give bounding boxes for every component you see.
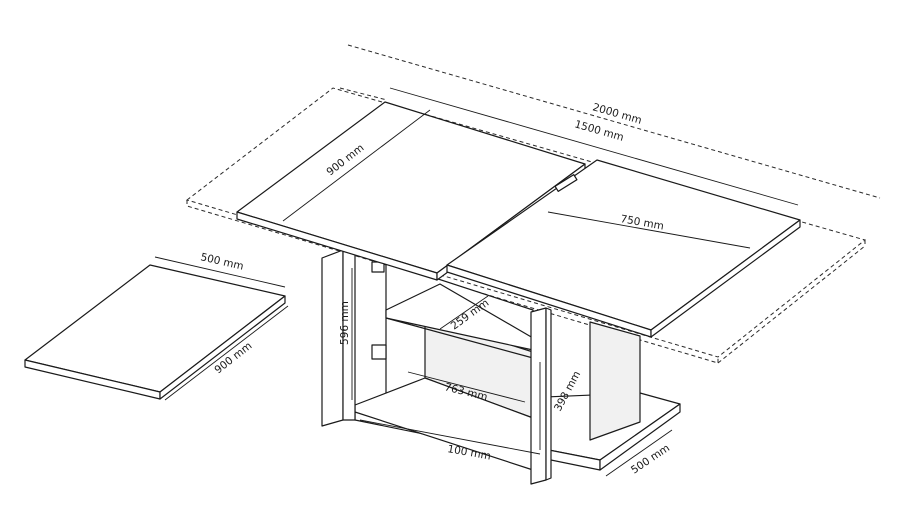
- hinge-slot-icon: [554, 174, 578, 192]
- dimension-lines: [154, 87, 799, 477]
- overall-dim-line: [347, 44, 881, 199]
- dim-label-base-depth: 500 mm: [629, 442, 672, 476]
- cabinet-side: [530, 307, 552, 485]
- dim-label-extended-length: 2000 mm: [591, 101, 643, 126]
- rear-support: [589, 321, 641, 441]
- extension-board: [24, 264, 286, 400]
- table-top-right: [446, 159, 801, 338]
- hinge-icon-bottom: [371, 344, 387, 360]
- dim-label-cabinet-height: 596 mm: [339, 301, 351, 345]
- dim-label-extension-width: 500 mm: [199, 251, 244, 273]
